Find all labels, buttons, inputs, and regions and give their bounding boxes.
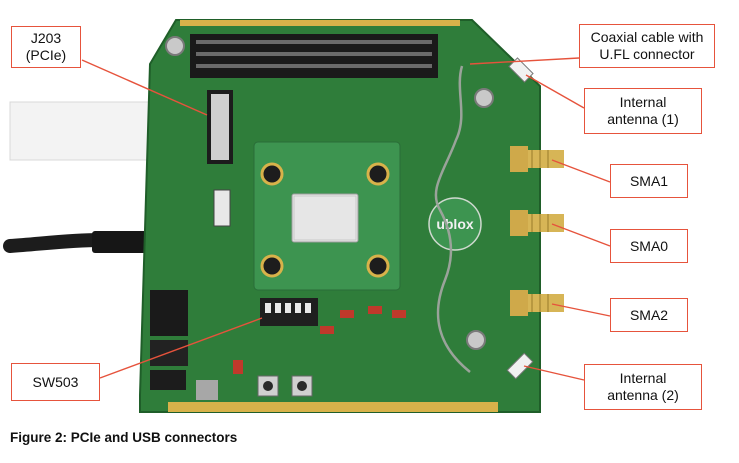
callout-sma2: SMA2 xyxy=(610,298,688,332)
callout-coaxial-cable: Coaxial cable with U.FL connector xyxy=(579,24,715,68)
callout-internal-antenna-1: Internal antenna (1) xyxy=(584,88,702,134)
pcb-board: ublox xyxy=(139,19,564,413)
callout-sw503: SW503 xyxy=(11,363,100,401)
sma1-connector xyxy=(510,146,564,172)
usb-plug xyxy=(92,231,150,253)
callout-j203-pcie: J203 (PCIe) xyxy=(11,26,81,68)
board-logo: ublox xyxy=(436,216,474,232)
radio-module xyxy=(291,193,359,243)
callout-sma1: SMA1 xyxy=(610,164,688,198)
coax-cable xyxy=(434,65,471,373)
figure-caption: Figure 2: PCIe and USB connectors xyxy=(10,430,238,445)
usb-cable xyxy=(3,233,107,253)
sma0-connector xyxy=(510,210,564,236)
callout-internal-antenna-2: Internal antenna (2) xyxy=(584,364,702,410)
sma2-connector xyxy=(510,290,564,316)
callout-sma0: SMA0 xyxy=(610,229,688,263)
callout-leaders xyxy=(81,57,611,381)
